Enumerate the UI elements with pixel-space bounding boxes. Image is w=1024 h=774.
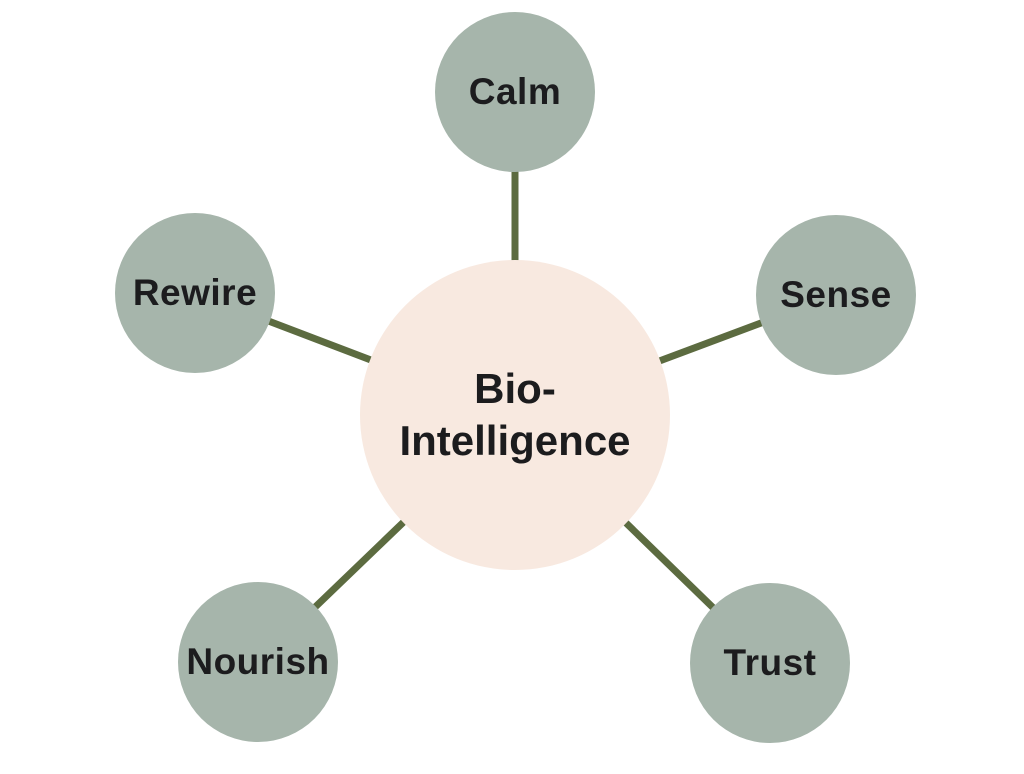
node-calm: Calm xyxy=(435,12,595,172)
center-node-label: Bio- Intelligence xyxy=(399,363,630,468)
node-nourish-label: Nourish xyxy=(186,641,330,682)
node-sense: Sense xyxy=(756,215,916,375)
center-label-line1: Bio- xyxy=(474,364,556,412)
node-trust-label: Trust xyxy=(723,642,817,683)
node-sense-label: Sense xyxy=(780,274,892,315)
node-calm-label: Calm xyxy=(468,71,562,112)
node-nourish: Nourish xyxy=(178,582,338,742)
center-label-line2: Intelligence xyxy=(399,417,631,464)
node-rewire: Rewire xyxy=(115,213,275,373)
node-rewire-label: Rewire xyxy=(132,272,258,313)
center-node-bio-intelligence: Bio- Intelligence xyxy=(360,260,670,570)
node-trust: Trust xyxy=(690,583,850,743)
